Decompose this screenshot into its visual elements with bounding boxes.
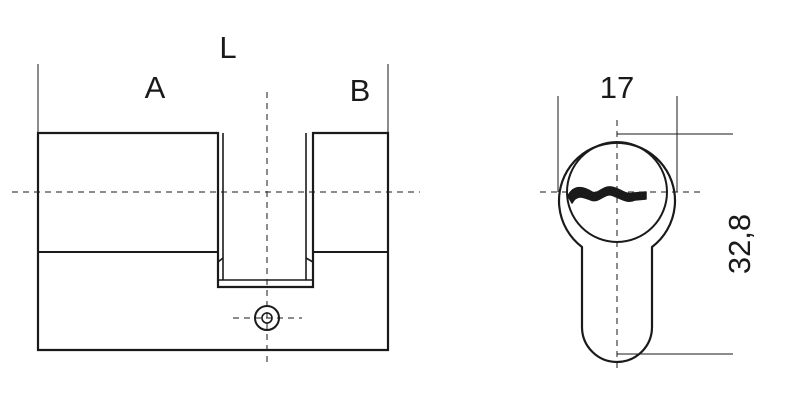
- side-view: L A B: [12, 30, 420, 362]
- front-view: 17 32,8: [540, 70, 757, 370]
- label-height-32-8: 32,8: [722, 214, 757, 274]
- label-total-length: L: [219, 30, 236, 65]
- cylinder-body-outline: [36, 131, 390, 352]
- label-width-17: 17: [600, 70, 634, 105]
- cam-inner-step-left: [217, 257, 224, 263]
- profile-outer-outline: [557, 141, 677, 364]
- label-a: A: [145, 70, 166, 105]
- keyway-icon: [567, 186, 647, 204]
- label-b: B: [350, 73, 371, 108]
- cam-inner-step-right: [305, 257, 314, 263]
